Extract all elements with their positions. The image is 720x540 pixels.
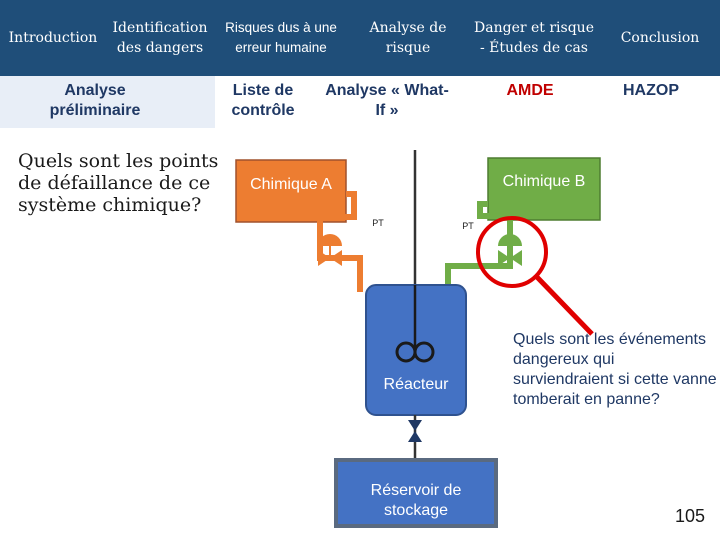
valve-b-body-right[interactable]: [510, 250, 522, 266]
chemical-b-tank: [487, 157, 601, 221]
failure-callout-text: Quels sont les événements dangereux qui …: [513, 331, 717, 408]
magnifier-highlight-icon: [476, 216, 548, 288]
pressure-transmitter-b-label: PT: [462, 221, 474, 231]
nav-identification-dangers[interactable]: Identification des dangers: [112, 20, 208, 56]
agitator-blade-right: [413, 341, 435, 363]
question-text: Quels sont les points de défaillance de …: [18, 150, 219, 216]
nav-conclusion[interactable]: Conclusion: [620, 30, 700, 46]
subnav-analyse-preliminaire[interactable]: Analyse préliminaire: [49, 82, 141, 119]
storage-tank: [334, 458, 498, 528]
sub-navigation: Analyse préliminaire Liste de contrôle A…: [0, 76, 720, 128]
nav-etudes-de-cas[interactable]: Danger et risque - Études de cas: [474, 20, 594, 56]
page-number: 105: [675, 506, 706, 526]
outlet-valve[interactable]: [408, 420, 422, 431]
magnifier-handle: [534, 274, 594, 336]
subnav-analyse-what-if[interactable]: Analyse « What-If »: [325, 82, 449, 119]
pressure-transmitter-a-label: PT: [372, 218, 384, 228]
reactor-label: Réacteur: [383, 376, 449, 393]
subnav-amde[interactable]: AMDE: [506, 82, 554, 99]
pipe-b: [445, 201, 513, 294]
chemical-a-label: Chimique A: [250, 176, 332, 193]
outlet-valve-lower[interactable]: [408, 431, 422, 442]
nav-introduction[interactable]: Introduction: [8, 30, 98, 46]
valve-a-body[interactable]: [318, 250, 330, 266]
storage-tank-label: Réservoir de stockage: [370, 482, 462, 519]
valve-b-actuator[interactable]: [498, 234, 522, 246]
valve-a-actuator[interactable]: [318, 234, 342, 246]
top-navigation: Introduction Identification des dangers …: [0, 0, 720, 76]
nav-risques-erreur-humaine[interactable]: Risques dus à une erreur humaine: [225, 20, 337, 55]
subnav-hazop[interactable]: HAZOP: [623, 82, 679, 99]
subnav-liste-controle[interactable]: Liste de contrôle: [231, 82, 295, 119]
pipe-a: [317, 191, 363, 292]
valve-a-body-right[interactable]: [330, 250, 342, 266]
chemical-a-tank: [235, 159, 347, 223]
chemical-b-label: Chimique B: [502, 173, 586, 190]
nav-analyse-risque[interactable]: Analyse de risque: [369, 20, 447, 56]
sub-navigation-band: [0, 76, 720, 128]
valve-b-body[interactable]: [498, 250, 510, 266]
